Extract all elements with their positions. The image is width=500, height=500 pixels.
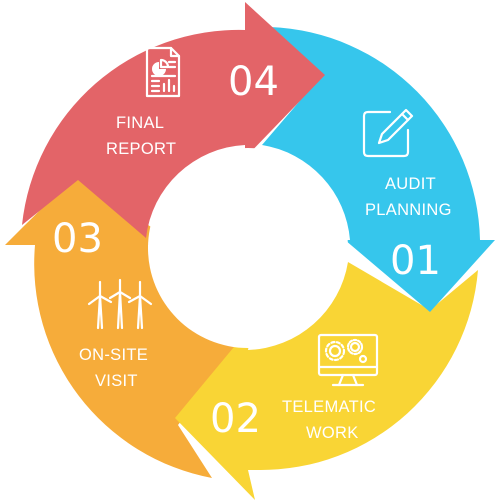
pencil-edit-icon (362, 108, 414, 158)
step-01-number: 01 (390, 238, 441, 284)
step-02-label-line1: TELEMATIC (282, 398, 376, 416)
wind-turbines-icon (87, 278, 153, 330)
step-03-label-line1: ON-SITE (79, 346, 148, 364)
center-hole (148, 148, 348, 348)
step-04-label-line2: REPORT (106, 140, 176, 158)
segment-02 (175, 262, 478, 500)
computer-gears-icon (317, 333, 379, 387)
step-01-label-line2: PLANNING (365, 201, 452, 219)
step-03-number: 03 (52, 216, 103, 262)
segment-04 (22, 2, 325, 238)
step-04-number: 04 (228, 59, 279, 105)
report-document-icon (145, 46, 181, 98)
step-03-label-line2: VISIT (95, 372, 138, 390)
segment-01 (262, 27, 495, 312)
step-02-label-line2: WORK (306, 424, 359, 442)
step-04-label-line1: FINAL (116, 114, 164, 132)
step-01-label-line1: AUDIT (385, 175, 436, 193)
step-02-number: 02 (210, 396, 261, 442)
